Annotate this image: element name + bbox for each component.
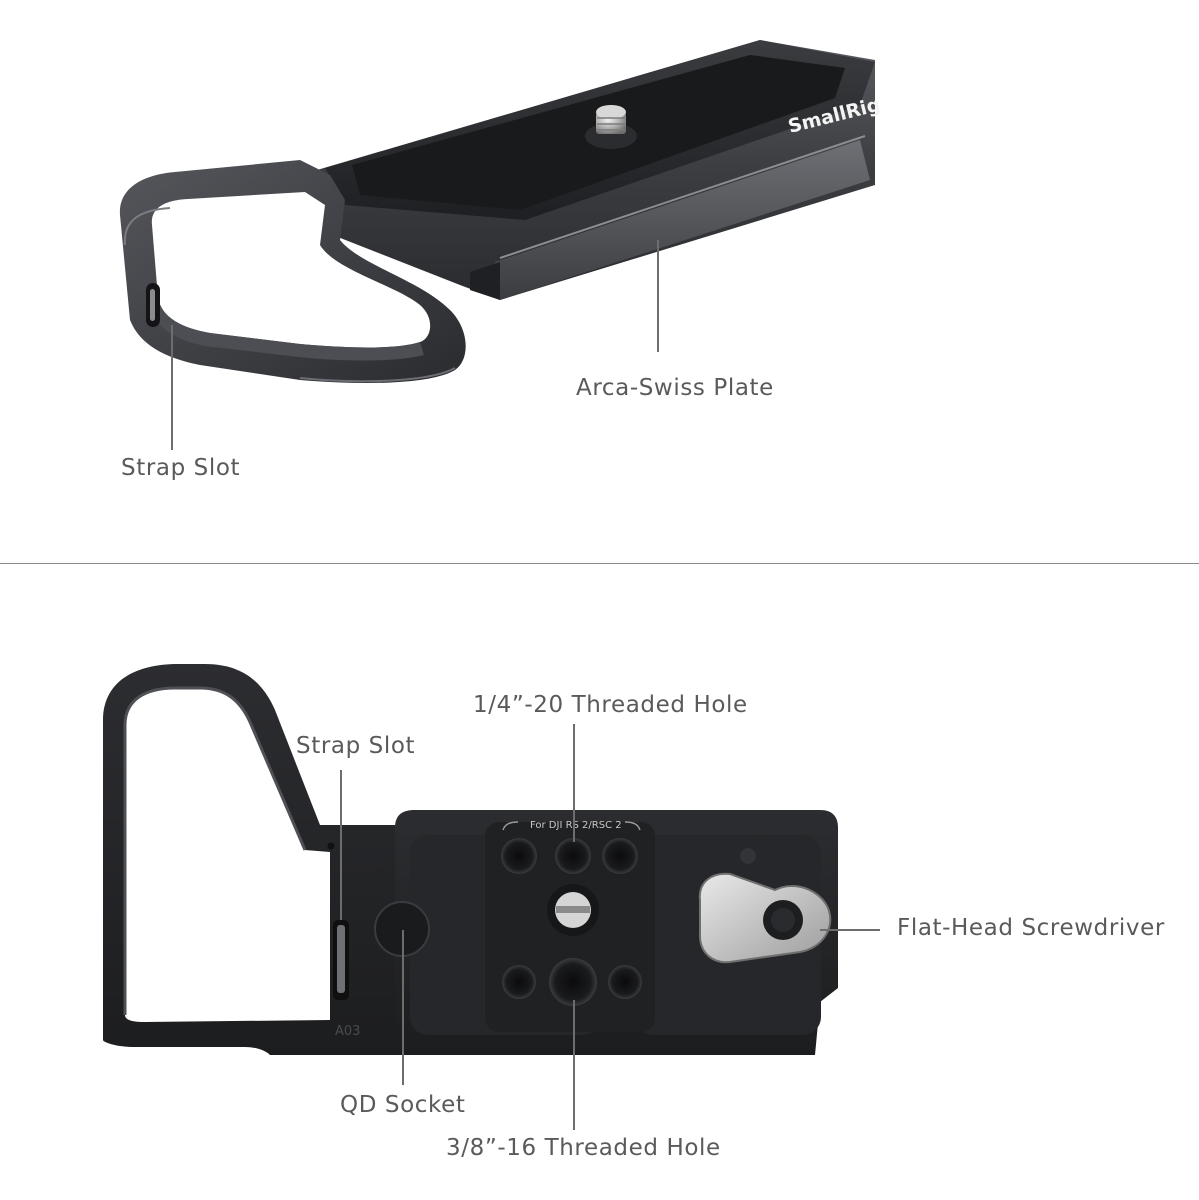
bottom-product-view: For DJI RS 2/RSC 2 A03 [103,664,838,1055]
bottom-strap-slot-leader-line [340,770,342,920]
top-product-view: SmallRig [119,40,882,383]
qd-socket-leader-line [402,930,404,1085]
top-strap-slot-leader-line [171,325,173,450]
handle-opening [151,192,431,348]
arca-swiss-plate-label: Arca-Swiss Plate [576,375,774,401]
arca-swiss-leader-line [657,240,659,352]
top-screw-icon [585,105,637,149]
quarter-threaded-hole-leader-line [573,724,575,842]
top-row-holes [501,838,638,874]
model-engraving: A03 [335,1024,360,1039]
qd-socket-label: QD Socket [340,1092,466,1118]
gimbal-engraving: For DJI RS 2/RSC 2 [530,820,622,831]
arca-rail [495,140,870,300]
three-eighths-threaded-hole-label: 3/8”-16 Threaded Hole [446,1135,721,1161]
center-screw-icon [547,884,599,936]
screwdriver-leader-line [820,929,880,931]
top-strap-slot-icon [146,283,160,327]
bottom-handle-opening [125,688,330,1022]
quarter-threaded-hole-label: 1/4”-20 Threaded Hole [473,692,748,718]
screwdriver-key-icon [698,848,832,964]
bottom-strap-slot-icon [333,920,349,1000]
bottom-row-holes [502,958,642,1006]
top-strap-slot-label: Strap Slot [121,455,241,481]
bottom-strap-slot-label: Strap Slot [296,733,416,759]
section-divider [0,563,1199,564]
flat-head-screwdriver-label: Flat-Head Screwdriver [897,915,1165,941]
three-eighths-threaded-hole-leader-line [573,1000,575,1130]
